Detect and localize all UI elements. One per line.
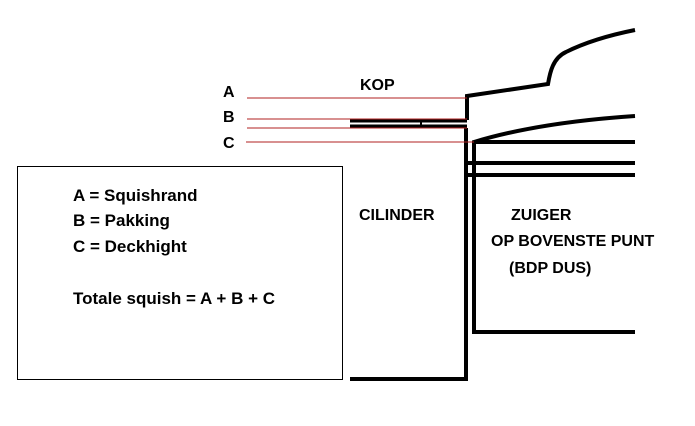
label-kop: KOP bbox=[360, 77, 395, 94]
label-c: C bbox=[223, 135, 235, 152]
label-zuiger-note: (BDP DUS) bbox=[509, 260, 592, 277]
legend-box bbox=[17, 166, 343, 380]
head-gasket bbox=[350, 119, 467, 128]
piston-crown bbox=[472, 114, 636, 190]
legend-item-b: B = Pakking bbox=[73, 211, 170, 230]
label-cilinder: CILINDER bbox=[359, 207, 435, 224]
cylinder-head bbox=[465, 28, 636, 120]
leader-lines bbox=[246, 97, 474, 143]
head-outline bbox=[465, 28, 636, 120]
label-zuiger-position: OP BOVENSTE PUNT bbox=[491, 233, 655, 250]
label-zuiger: ZUIGER bbox=[511, 207, 572, 224]
legend-formula: Totale squish = A + B + C bbox=[73, 289, 275, 308]
legend-item-a: A = Squishrand bbox=[73, 186, 198, 205]
legend-item-c: C = Deckhight bbox=[73, 237, 187, 256]
cylinder-wall bbox=[350, 128, 468, 381]
label-a: A bbox=[223, 84, 235, 101]
piston bbox=[466, 114, 636, 334]
label-b: B bbox=[223, 109, 235, 126]
